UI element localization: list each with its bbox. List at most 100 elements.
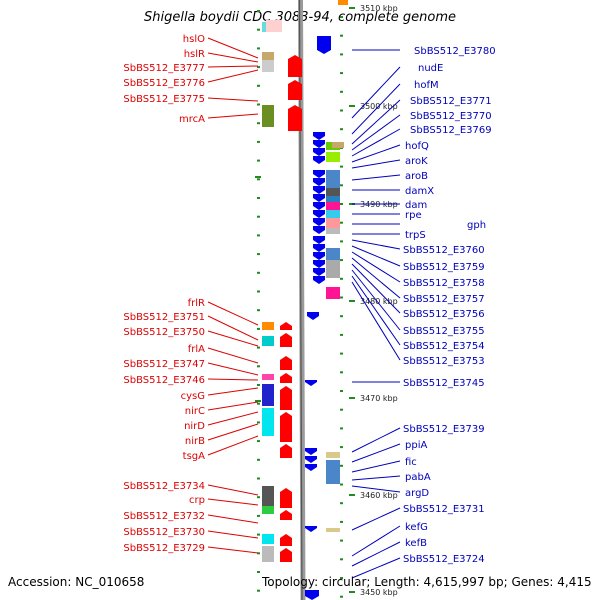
label-connector-right <box>351 557 401 579</box>
label-connector-right <box>351 239 401 250</box>
reverse-gene-arrow <box>313 156 325 164</box>
reverse-gene-arrow <box>313 260 325 268</box>
label-connector-left <box>207 97 259 102</box>
label-connector-right <box>351 427 401 453</box>
gene-label-right: damX <box>405 186 434 197</box>
rail-dot-right <box>340 184 343 187</box>
gene-label-left: cysG <box>181 391 205 402</box>
label-connector-left <box>207 498 259 506</box>
forward-gene-arrow <box>280 412 292 442</box>
reverse-gene-arrow <box>313 268 325 276</box>
rail-dot-left <box>257 327 260 330</box>
feature-block-right <box>326 260 340 278</box>
feature-block-right <box>326 196 340 202</box>
rail-dot-right <box>340 483 343 486</box>
gene-label-left: SbBS512_E3747 <box>123 359 205 370</box>
rail-dot-left <box>257 365 260 368</box>
feature-block-left <box>262 506 274 514</box>
rail-dot-right <box>340 109 343 112</box>
gene-label-left: SbBS512_E3776 <box>123 78 205 89</box>
reverse-gene-arrow <box>313 244 325 252</box>
rail-dot-right <box>340 165 343 168</box>
gene-label-right: SbBS512_E3731 <box>403 504 485 515</box>
rail-dot-left <box>257 234 260 237</box>
rail-dot-right <box>340 577 343 579</box>
rail-dot-right <box>340 446 343 449</box>
label-connector-right <box>351 485 401 493</box>
gene-label-left: SbBS512_E3746 <box>123 375 205 386</box>
gene-label-left: SbBS512_E3775 <box>123 94 205 105</box>
label-connector-right <box>351 281 401 361</box>
label-connector-left <box>207 69 259 83</box>
gene-label-left: SbBS512_E3750 <box>123 327 205 338</box>
rail-dot-right <box>340 464 343 467</box>
gene-label-right: hofQ <box>405 141 429 152</box>
feature-block-right <box>326 528 340 532</box>
label-connector-left <box>207 378 259 381</box>
scale-tick-label: 3510 kbp <box>360 4 398 13</box>
rail-dot-left <box>257 197 260 199</box>
gene-label-right: SbBS512_E3724 <box>403 554 485 565</box>
forward-gene-arrow <box>280 322 292 330</box>
gene-label-left: tsgA <box>183 451 205 462</box>
reverse-gene-arrow <box>313 236 325 244</box>
reverse-gene-arrow <box>313 226 325 234</box>
label-connector-left <box>207 113 259 119</box>
rail-dot-right <box>340 277 343 280</box>
reverse-gene-arrow <box>313 178 325 186</box>
gene-label-right: SbBS512_E3758 <box>403 278 485 289</box>
label-connector-left <box>207 546 259 554</box>
rail-dot-right <box>340 371 343 374</box>
gene-label-left: nirC <box>185 406 205 417</box>
forward-gene-arrow <box>288 80 302 100</box>
label-connector-right <box>351 475 401 481</box>
gene-label-right: fic <box>405 457 417 468</box>
label-connector-right <box>351 507 401 531</box>
rail-dot-left <box>257 458 260 461</box>
rail-dot-left <box>257 514 260 517</box>
gene-label-right: SbBS512_E3755 <box>403 326 485 337</box>
scale-tick <box>349 494 355 496</box>
rail-dot-left <box>257 290 260 293</box>
feature-block-right <box>326 188 340 196</box>
label-connector-right <box>351 144 401 163</box>
scale-tick <box>255 176 261 178</box>
gene-label-right: SbBS512_E3771 <box>410 96 492 107</box>
gene-label-left: SbBS512_E3734 <box>123 481 205 492</box>
feature-block-right <box>326 152 340 162</box>
reverse-gene-arrow <box>313 202 325 210</box>
scale-tick <box>349 591 355 593</box>
scale-tick-label: 3450 kbp <box>360 588 398 597</box>
rail-dot-right <box>340 352 343 355</box>
rail-dot-left <box>257 47 260 50</box>
feature-block-right <box>326 170 340 188</box>
feature-block-left <box>262 408 274 436</box>
gene-label-left: hslR <box>184 49 205 60</box>
forward-gene-arrow <box>280 548 292 562</box>
rail-dot-left <box>257 178 260 181</box>
feature-block-right <box>326 248 340 260</box>
feature-block-right <box>326 452 340 458</box>
label-connector-right <box>351 460 401 473</box>
feature-block-right <box>326 460 340 472</box>
rail-dot-left <box>257 271 260 274</box>
forward-gene-arrow <box>280 356 292 370</box>
feature-block-left <box>266 20 282 32</box>
label-connector-right <box>351 99 401 145</box>
reverse-gene-arrow <box>317 36 331 54</box>
label-connector-left <box>207 401 259 411</box>
label-connector-left <box>207 330 259 347</box>
gene-label-right: SbBS512_E3756 <box>403 309 485 320</box>
gene-label-left: SbBS512_E3777 <box>123 63 205 74</box>
gene-label-right: argD <box>405 488 429 499</box>
accession-text: Accession: NC_010658 <box>8 575 145 589</box>
rail-dot-left <box>257 215 260 218</box>
label-connector-right <box>351 525 401 557</box>
label-connector-right <box>351 275 401 346</box>
label-connector-right <box>351 245 401 267</box>
rail-dot-right <box>340 408 343 411</box>
scale-tick-label: 3480 kbp <box>360 297 398 306</box>
feature-block-left <box>262 546 274 562</box>
scale-tick-label: 3460 kbp <box>360 491 398 500</box>
